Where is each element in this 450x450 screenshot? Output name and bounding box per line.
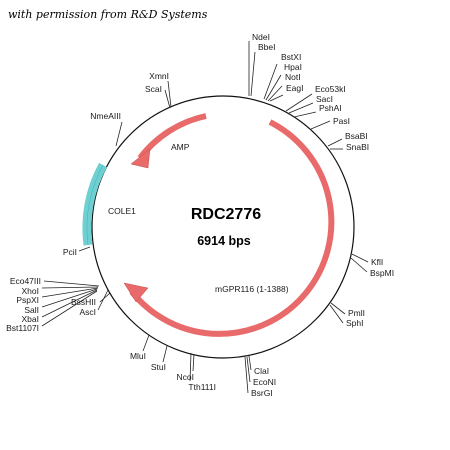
site-leaders [41,41,369,394]
feature-amp-label: AMP [171,142,190,152]
feature-mgpr116-arc [129,119,335,337]
site-eco53ki: Eco53kI [315,84,346,94]
site-bstxi: BstXI [281,52,301,62]
site-xmni: XmnI [149,71,169,81]
feature-mgpr116-arrowhead [123,282,149,303]
site-ndei: NdeI [252,32,270,42]
credit-text: with permission from R&D Systems [8,8,208,21]
site-bspmi: BspMI [370,268,394,278]
feature-amp-arc [137,113,207,160]
site-stui: StuI [151,362,166,372]
site-econi: EcoNI [253,377,276,387]
feature-cole1-arc [82,162,107,246]
feature-cole1-outline [86,164,104,246]
plasmid-size: 6914 bps [197,234,251,248]
site-scai: ScaI [145,84,162,94]
site-pshai: PshAI [319,103,342,113]
site-eagi: EagI [286,83,304,93]
site-bst1107i: Bst1107I [6,323,39,333]
site-bsshii: BssHII [71,297,96,307]
site-noti: NotI [285,72,301,82]
site-eco47iii: Eco47III [10,276,41,286]
site-bsabi: BsaBI [345,131,368,141]
site-bsrgi: BsrGI [251,388,273,398]
plasmid-name: RDC2776 [191,206,261,223]
site-asci: AscI [79,307,96,317]
feature-cole1-label: COLE1 [108,206,136,216]
site-bbei: BbeI [258,42,276,52]
site-nmeaiii: NmeAIII [90,111,121,121]
site-hpai: HpaI [284,62,302,72]
site-clai: ClaI [254,366,269,376]
feature-amp-arrowhead [130,148,151,169]
site-pcii: PciI [63,247,77,257]
site-saci: SacI [316,94,333,104]
site-pmli: PmlI [348,308,365,318]
site-snabi: SnaBI [346,142,369,152]
site-mlui: MluI [130,351,146,361]
site-pasi: PasI [333,116,350,126]
site-pspxi: PspXI [16,295,39,305]
site-tth111i: Tth111I [188,382,216,392]
site-ncoi: NcoI [177,372,194,382]
plasmid-backbone [91,95,355,359]
site-sphi: SphI [346,318,364,328]
site-xhoi: XhoI [22,286,40,296]
site-xbai: XbaI [22,314,40,324]
site-sali: SalI [24,305,39,315]
site-kfli: KflI [371,257,383,267]
feature-mgpr116-label: mGPR116 (1-1388) [215,284,289,294]
